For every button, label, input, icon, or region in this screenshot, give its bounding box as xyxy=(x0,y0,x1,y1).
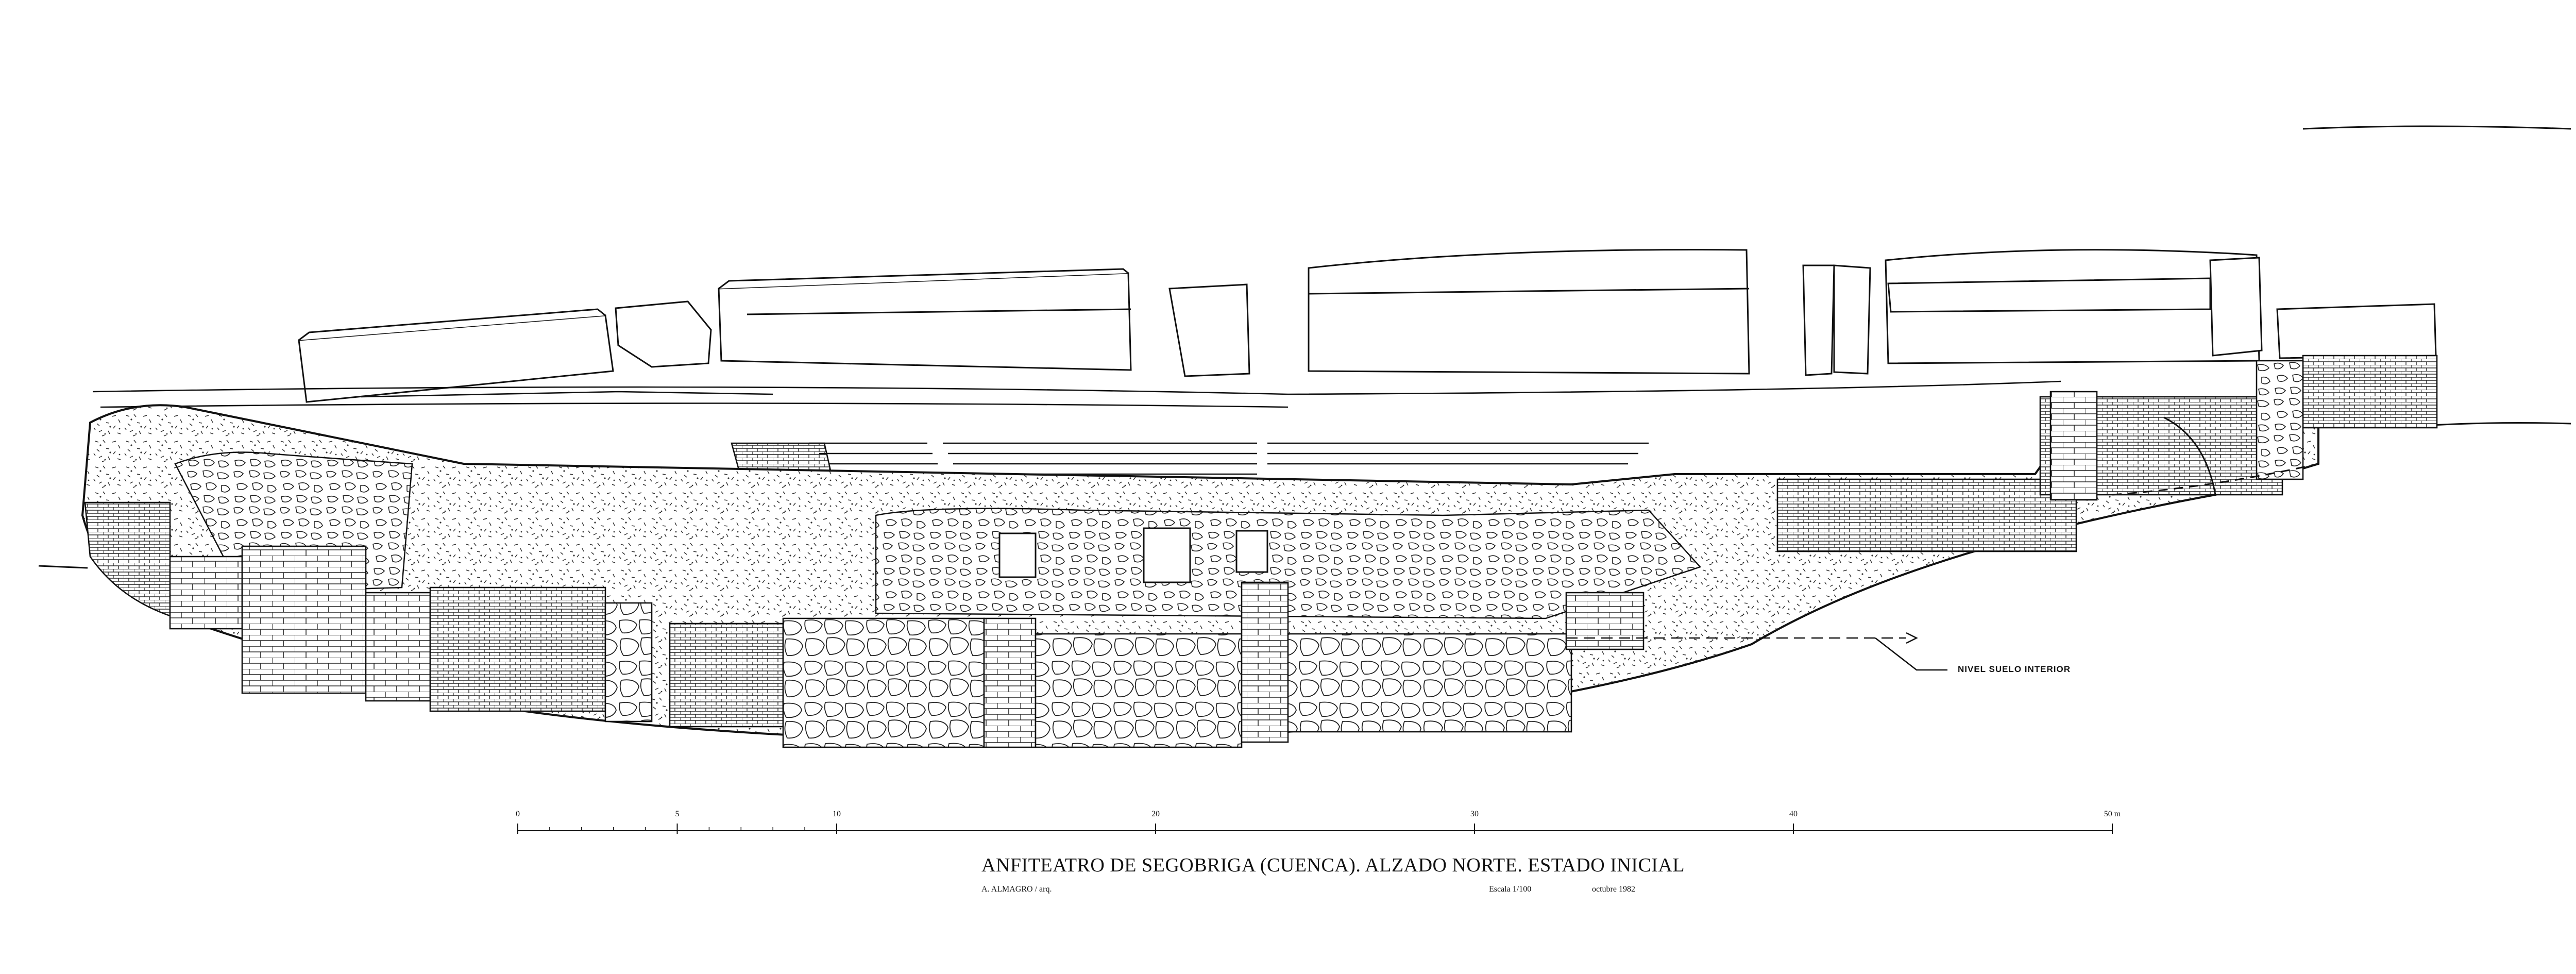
scale-tick-label: 0 xyxy=(516,810,520,818)
ground-lines xyxy=(38,125,2571,569)
upper-seating-blocks xyxy=(298,248,2437,403)
scale-tick-label: 5 xyxy=(675,810,680,818)
interior-level-annotation: NIVEL SUELO INTERIOR xyxy=(1958,664,2071,674)
date-text: octubre 1982 xyxy=(1592,885,1635,894)
scale-tick-label: 10 xyxy=(833,810,841,818)
right-structures xyxy=(2112,416,2319,496)
scale-tick-label: 30 xyxy=(1470,810,1479,818)
rubble-center xyxy=(875,508,1702,619)
scale-text: Escala 1/100 xyxy=(1489,885,1532,894)
scale-tick-label: 20 xyxy=(1151,810,1160,818)
terrace-lines xyxy=(92,380,2061,408)
drawing-title: ANFITEATRO DE SEGOBRIGA (CUENCA). ALZADO… xyxy=(981,854,1685,876)
author-credit: A. ALMAGRO / arq. xyxy=(981,885,1052,894)
interior-level-marker xyxy=(1566,632,1947,671)
ashlar-walls xyxy=(84,355,2438,748)
wall-openings xyxy=(998,527,1268,583)
scale-tick-label: 50 m xyxy=(2104,810,2121,818)
scale-tick-label: 40 xyxy=(1789,810,1798,818)
scale-bar xyxy=(517,824,2113,834)
